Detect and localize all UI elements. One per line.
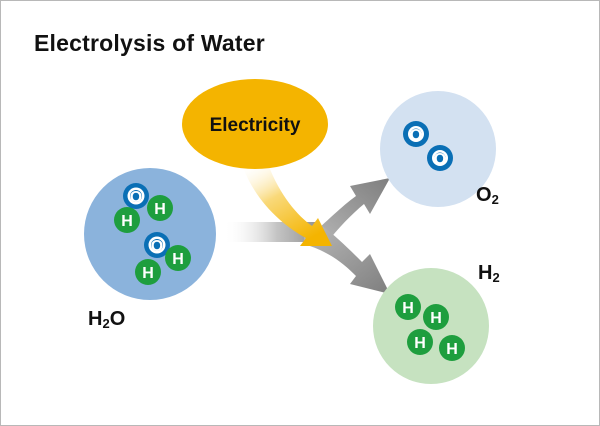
water-formula-main: H [88, 308, 103, 330]
atom-label: H [446, 341, 458, 358]
oxygen-atom-core [434, 152, 446, 164]
electricity-source: Electricity [182, 79, 328, 169]
oxygen-formula-main: O [476, 184, 492, 206]
arrow-to-oxygen [308, 178, 390, 244]
water-molecule-group: O H H O H H [84, 168, 216, 300]
water-formula-label: H2O [88, 308, 125, 331]
hydrogen-atom [135, 259, 161, 285]
hydrogen-atom [423, 304, 449, 330]
hydrogen-atom [165, 245, 191, 271]
oxygen-atom-core [151, 239, 163, 251]
atom-label: H [402, 300, 414, 317]
diagram-title: Electrolysis of Water [34, 30, 265, 56]
water-molecule-2: O H H [135, 232, 191, 285]
hydrogen-atom [407, 329, 433, 355]
atom-label: H [414, 335, 426, 352]
atom-label: O [410, 127, 422, 144]
hydrogen-formula-label: H2 [478, 262, 500, 285]
hydrogen-atom [439, 335, 465, 361]
atom-label: H [142, 265, 154, 282]
water-formula-tail: O [109, 308, 126, 330]
hydrogen-molecule-group: H H H H [373, 268, 489, 384]
atom-label: H [121, 213, 133, 230]
atom-label: O [434, 151, 446, 168]
oxygen-atom-core [130, 190, 142, 202]
electricity-ellipse [182, 79, 328, 169]
hydrogen-formula-main: H [478, 262, 493, 284]
oxygen-atom-core [410, 128, 422, 140]
hydrogen-atom [395, 294, 421, 320]
hydrogen-atom [114, 207, 140, 233]
electricity-arrow [244, 164, 332, 246]
atom-label: H [154, 201, 166, 218]
hydrogen-formula-subscript: 2 [492, 270, 500, 285]
atom-label: O [151, 238, 163, 255]
water-formula-subscript: 2 [102, 316, 110, 331]
oxygen-formula-subscript: 2 [491, 192, 499, 207]
atom-label: H [430, 310, 442, 327]
oxygen-formula-label: O2 [476, 184, 499, 207]
hydrogen-atom [147, 195, 173, 221]
water-molecule-1: O H H [114, 183, 173, 233]
atom-label: H [172, 251, 184, 268]
electricity-label: Electricity [210, 115, 301, 136]
atom-label: O [130, 189, 142, 206]
oxygen-molecule-group: O O [380, 91, 496, 207]
